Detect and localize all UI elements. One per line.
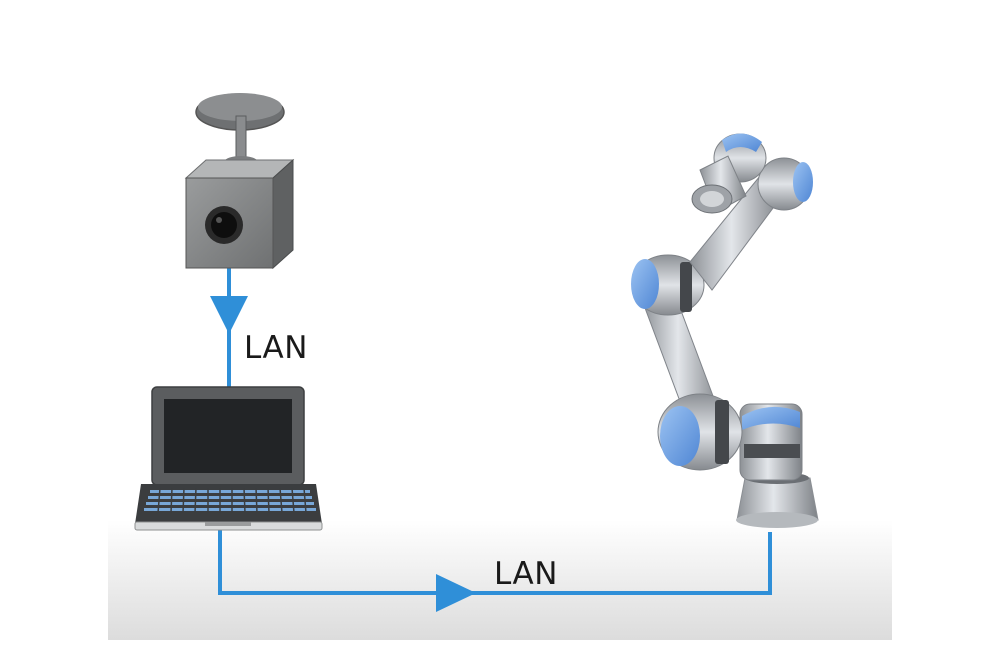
robot-arm-icon [631,133,819,528]
lan-label-camera-laptop: LAN [244,330,308,366]
floor-shade [108,520,892,640]
camera-icon [184,93,295,270]
lan-link-laptop-robot [218,530,772,612]
laptop-icon [134,386,323,531]
lan-link-camera-laptop [210,266,248,388]
lan-label-laptop-robot: LAN [494,556,558,592]
arrow-down-icon [210,296,248,334]
arrow-right-icon [436,574,476,612]
